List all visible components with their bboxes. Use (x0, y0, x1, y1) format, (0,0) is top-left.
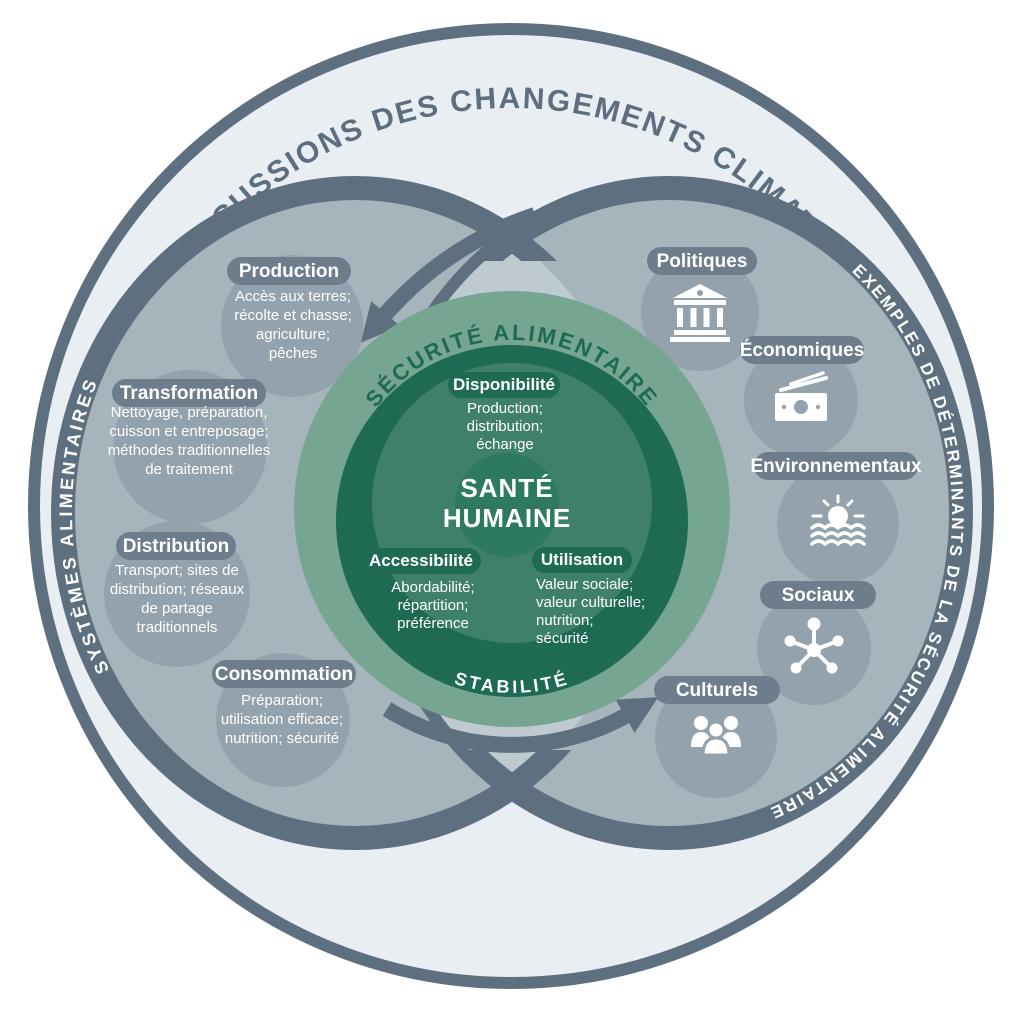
determinant-items: Politiques Économiques (641, 247, 922, 798)
distribution-detail: distribution; réseaux (110, 581, 245, 598)
cycle-arrow-bottom (382, 697, 659, 753)
determinant-sociaux: Sociaux (757, 581, 876, 705)
food-system-items: Production Accès aux terres; récolte et … (104, 255, 363, 787)
utilisation-pill (532, 547, 632, 573)
utilisation-detail: Valeur sociale; (536, 576, 633, 593)
consommation-detail: nutrition; sécurité (225, 730, 339, 747)
food-system-item-production: Production Accès aux terres; récolte et … (221, 255, 363, 397)
food-security-core: SÉCURITÉ ALIMENTAIRE STABILITÉ Disponibi… (294, 291, 730, 727)
determinant-economiques: Économiques (740, 336, 865, 457)
economiques-label: Économiques (740, 339, 865, 361)
transformation-detail: Nettoyage, préparation, (111, 404, 268, 421)
consommation-detail: Préparation; (241, 692, 323, 709)
dimension-accessibilite: Accessibilité Abordabilité; répartition;… (361, 548, 481, 632)
utilisation-detail: sécurité (536, 630, 589, 647)
culturels-pill (654, 676, 780, 704)
production-bubble (221, 255, 363, 397)
production-detail: pêches (269, 345, 317, 362)
food-system-item-consommation: Consommation Préparation; utilisation ef… (212, 653, 356, 787)
transformation-detail: de traitement (145, 461, 233, 478)
production-detail: Accès aux terres; (235, 288, 351, 305)
environnementaux-label: Environnementaux (750, 456, 921, 477)
human-health-circle (455, 453, 559, 557)
utilisation-detail: nutrition; (536, 612, 594, 629)
environnementaux-pill (754, 452, 918, 480)
determinant-politiques: Politiques (641, 247, 759, 371)
transformation-detail: méthodes traditionnelles (108, 442, 271, 459)
sociaux-label: Sociaux (782, 585, 855, 606)
transformation-bubble (113, 370, 267, 524)
transformation-pill (112, 379, 266, 407)
disponibilite-pill (448, 372, 560, 398)
food-system-item-transformation: Transformation Nettoyage, préparation, c… (108, 370, 271, 524)
distribution-label: Distribution (123, 536, 230, 557)
transformation-label: Transformation (120, 383, 258, 404)
consommation-label: Consommation (215, 664, 353, 685)
determinant-culturels: Culturels (654, 676, 780, 798)
politiques-pill (647, 247, 757, 275)
utilisation-label: Utilisation (541, 550, 623, 569)
distribution-detail: traditionnels (137, 619, 218, 636)
production-detail: récolte et chasse; (234, 307, 352, 324)
economiques-pill (740, 336, 864, 364)
disponibilite-detail: échange (476, 436, 534, 453)
accessibilite-pill (361, 548, 481, 574)
politiques-label: Politiques (657, 251, 748, 272)
bank-icon (670, 284, 730, 342)
consommation-detail: utilisation efficace; (221, 711, 343, 728)
banknotes-icon (775, 371, 828, 421)
network-icon (784, 617, 844, 674)
food-system-item-distribution: Distribution Transport; sites de distrib… (104, 521, 250, 667)
sociaux-pill (760, 581, 876, 609)
dimension-utilisation: Utilisation Valeur sociale; valeur cultu… (532, 547, 645, 647)
determinant-environnementaux: Environnementaux (750, 452, 922, 585)
human-health-line1: SANTÉ (460, 473, 553, 503)
transformation-detail: cuisson et entreposage; (109, 423, 268, 440)
accessibilite-detail: Abordabilité; (391, 579, 474, 596)
culturels-label: Culturels (676, 680, 758, 701)
utilisation-detail: valeur culturelle; (536, 594, 645, 611)
distribution-detail: de partage (141, 600, 213, 617)
people-icon (691, 716, 741, 757)
disponibilite-detail: Production; (467, 400, 543, 417)
production-detail: agriculture; (256, 326, 330, 343)
production-label: Production (239, 261, 339, 282)
accessibilite-label: Accessibilité (369, 551, 473, 570)
distribution-pill (116, 532, 236, 560)
accessibilite-detail: répartition; (398, 597, 469, 614)
distribution-detail: Transport; sites de (115, 562, 239, 579)
consommation-pill (212, 660, 356, 688)
disponibilite-label: Disponibilité (453, 375, 555, 394)
production-pill (227, 257, 351, 285)
cycle-arrow-top (360, 207, 538, 343)
sun-waves-icon (810, 494, 866, 547)
accessibilite-detail: préférence (397, 615, 469, 632)
dimension-disponibilite: Disponibilité Production; distribution; … (448, 372, 560, 453)
human-health-line2: HUMAINE (443, 503, 571, 533)
disponibilite-detail: distribution; (467, 418, 544, 435)
